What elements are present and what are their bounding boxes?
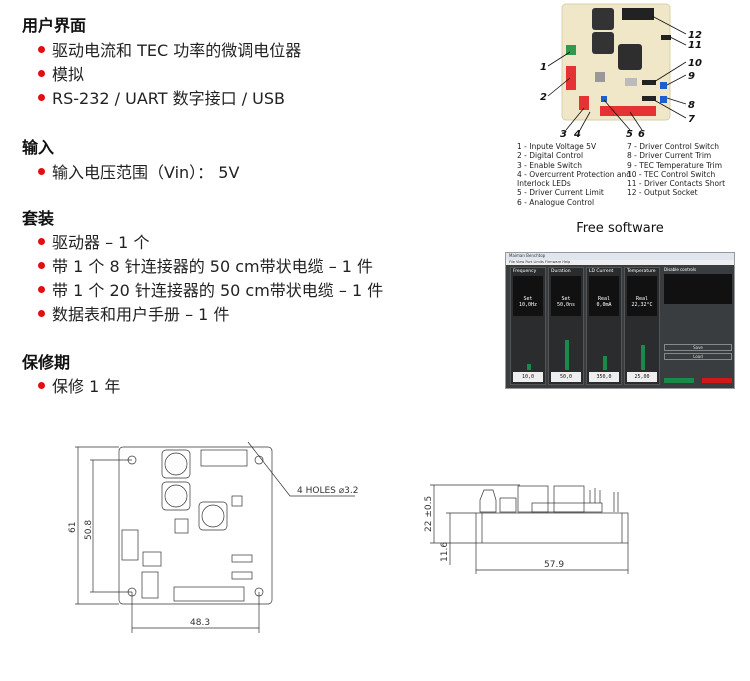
callout-11: 11 [688, 40, 702, 51]
legend-item: 6 - Analogue Control [517, 197, 595, 207]
software-caption: Free software [576, 221, 664, 236]
list-item: RS-232 / UART 数字接口 / USB [38, 85, 285, 109]
disable-controls-checkbox[interactable]: Disable controls [664, 267, 697, 272]
legend-item: 4 - Overcurrent Protection and [517, 169, 631, 179]
side-view-drawing: 57.9 22 ±0.5 11.6 [424, 484, 629, 574]
list-item: 模拟 [38, 61, 84, 85]
list-item: 驱动电流和 TEC 功率的微调电位器 [38, 37, 301, 61]
dim-48-3: 48.3 [190, 618, 210, 628]
callout-5: 5 [626, 129, 633, 140]
list-item: 驱动器 – 1 个 [38, 229, 149, 253]
holes-label: 4 HOLES ⌀3.2 [297, 486, 358, 496]
panel-reading: 22,32°C [631, 302, 653, 308]
legend-item: 11 - Driver Contacts Short [627, 179, 726, 189]
panel-value-input[interactable]: 350,0 [589, 372, 619, 382]
panel-value-input[interactable]: 10,0 [513, 372, 543, 382]
section-title-ui: 用户界面 [22, 16, 87, 35]
section-title-warranty: 保修期 [22, 353, 71, 372]
software-screenshot: Maiman Benchtop File View Port Limits Fi… [505, 252, 735, 389]
dim-22: 22 ±0.5 [424, 496, 434, 532]
panel-reading: 0,0mA [596, 302, 612, 308]
callout-9: 9 [688, 71, 695, 82]
level-bar[interactable] [641, 345, 645, 370]
panel-mode: Set [523, 296, 533, 302]
list-item: 保修 1 年 [38, 373, 120, 397]
stop-button[interactable] [702, 378, 732, 383]
legend-item: 1 - Inpute Voltage 5V [517, 142, 597, 151]
legend-item: 10 - TEC Control Switch [627, 169, 716, 179]
list-item: 数据表和用户手册 – 1 件 [38, 301, 229, 325]
callout-1: 1 [540, 62, 547, 73]
load-button[interactable]: Load [664, 353, 732, 360]
list-item: 输入电压范围（Vin）： 5V [38, 159, 239, 183]
callout-2: 2 [540, 92, 547, 103]
callout-3: 3 [560, 129, 567, 140]
save-button[interactable]: Save [664, 344, 732, 351]
start-button[interactable] [664, 378, 694, 383]
callout-10: 10 [688, 58, 702, 69]
software-title: Maiman Benchtop [506, 253, 734, 260]
panel-mode: Real [635, 296, 649, 302]
panel-mode: Set [561, 296, 571, 302]
callout-4: 4 [573, 129, 581, 140]
dim-57-9: 57.9 [544, 560, 564, 570]
panel-title: Duration [551, 269, 571, 274]
front-view-drawing: 4 HOLES ⌀3.2 48.3 61 50.8 [68, 441, 358, 633]
legend-item: 8 - Driver Current Trim [627, 151, 712, 161]
section-title-kit: 套装 [22, 209, 55, 228]
panel-title: Frequency [513, 269, 537, 274]
panel-title: Temperature [627, 269, 656, 274]
callout-8: 8 [688, 100, 695, 111]
level-bar[interactable] [565, 340, 569, 370]
panel-reading: 10,0Hz [518, 302, 538, 308]
legend-item: 2 - Digital Control [517, 151, 584, 161]
list-item: 带 1 个 8 针连接器的 50 cm带状电缆 – 1 件 [38, 253, 373, 277]
dim-11-6: 11.6 [440, 542, 450, 562]
legend-item: 9 - TEC Temperature Trim [627, 160, 723, 170]
legend-item: 3 - Enable Switch [517, 160, 582, 170]
panel-reading: 50,0ns [556, 302, 576, 308]
legend-item: 12 - Output Socket [627, 188, 698, 198]
legend-item: 5 - Driver Current Limit [517, 188, 604, 198]
level-bar[interactable] [527, 364, 531, 370]
dim-61: 61 [68, 522, 78, 533]
panel-title: LD Current [589, 269, 614, 274]
legend-item: Interlock LEDs [517, 179, 571, 189]
callout-12: 12 [688, 30, 702, 41]
legend-item: 7 - Driver Control Switch [627, 142, 719, 151]
panel-value-input[interactable]: 50,0 [551, 372, 581, 382]
panel-value-input[interactable]: 25,00 [627, 372, 657, 382]
board-photo: 1 2 3 4 5 6 7 8 9 10 11 12 [540, 3, 702, 140]
side-panel: Disable controls Save Load [664, 267, 732, 385]
panel-mode: Real [597, 296, 611, 302]
list-item: 带 1 个 20 针连接器的 50 cm带状电缆 – 1 件 [38, 277, 383, 301]
dim-50-8: 50.8 [84, 520, 94, 540]
callout-7: 7 [688, 114, 695, 125]
level-bar[interactable] [603, 356, 607, 370]
software-menu: File View Port Limits Firmware Help [506, 260, 734, 265]
section-title-input: 输入 [22, 138, 55, 157]
callout-6: 6 [638, 129, 645, 140]
